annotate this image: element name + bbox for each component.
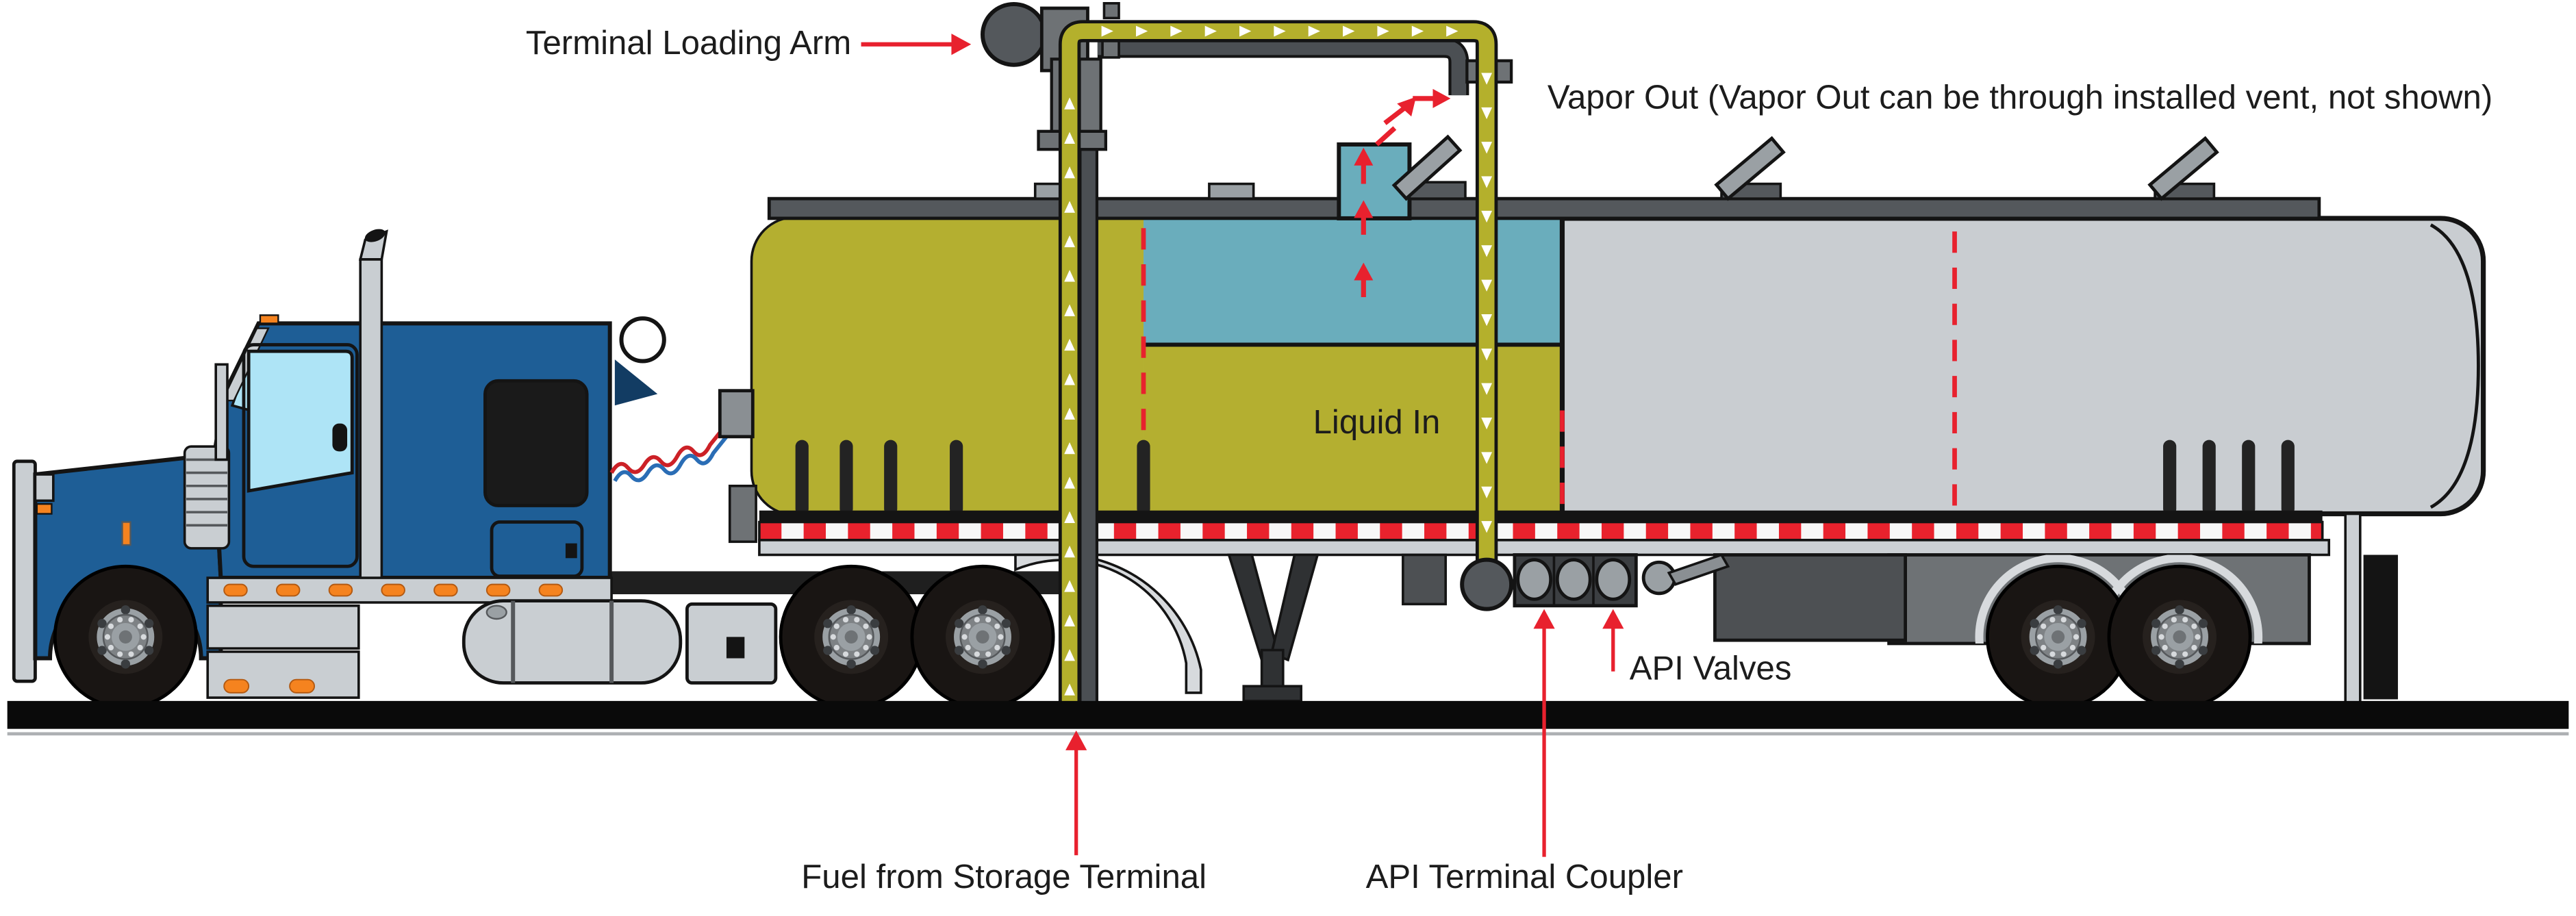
compartment-vapor-space (1143, 218, 1561, 345)
roof-marker (259, 314, 279, 325)
door-window (247, 349, 354, 493)
valve-port-2 (1555, 558, 1592, 601)
ball-valve (1641, 560, 1677, 596)
step-marker-1 (223, 678, 250, 694)
front-bumper (12, 459, 37, 683)
battery-box-latch (726, 637, 745, 659)
air-cleaner-ribs (186, 458, 227, 527)
tractor (12, 229, 1088, 699)
callout-arrowhead-valves (1602, 609, 1624, 629)
tank-end-rim (2429, 223, 2480, 509)
pennant-flag (614, 359, 658, 406)
label-liquid-in: Liquid In (1313, 404, 1441, 441)
valve-port-1 (1516, 558, 1553, 601)
loading-arm-stub (1102, 1, 1120, 20)
trailer-front-connector (718, 389, 755, 439)
rear-post (2344, 512, 2362, 704)
air-hose-red (609, 427, 725, 474)
label-api-valves: API Valves (1630, 650, 1792, 687)
vapor-flow-arrows (1361, 96, 1438, 298)
exhaust-opening (364, 229, 386, 242)
label-api-terminal-coupler: API Terminal Coupler (1366, 858, 1683, 895)
outer-pipe (1097, 40, 1467, 96)
under-cabinet (1713, 553, 1907, 642)
door-handle (332, 423, 348, 452)
mirror-icon (214, 363, 229, 461)
open-hatch-lid-1 (1391, 134, 1463, 201)
api-valve-assembly (1460, 553, 1730, 611)
aux-box (1402, 553, 1447, 606)
fuel-cap (485, 605, 507, 620)
open-hatch-lid-3 (2147, 136, 2219, 201)
drive-wheel-2 (912, 566, 1053, 707)
label-terminal-loading-arm: Terminal Loading Arm (526, 25, 851, 62)
skirt-marker-lights (223, 583, 564, 597)
vapor-arrow-diag-shaft (1383, 105, 1408, 125)
rear-mudflap (2363, 555, 2398, 700)
trailer-wheel-2 (2109, 566, 2250, 707)
tank-front-head (619, 316, 666, 364)
trailer-front-box (728, 484, 757, 544)
reflective-stripe (758, 520, 2324, 542)
ground (7, 700, 2569, 736)
cab-door (242, 343, 359, 568)
callout-arrowhead-loading-arm (951, 34, 972, 55)
top-walkway-rail (767, 196, 2321, 220)
sleeper-hatch (490, 520, 584, 578)
air-hose-blue (613, 435, 729, 483)
callout-arrowhead-coupler (1533, 609, 1555, 629)
vapor-wisp-segment (1375, 126, 1397, 147)
turn-marker (36, 502, 53, 515)
front-wheel (55, 566, 196, 707)
fender-antenna (121, 521, 131, 546)
callouts: Terminal Loading Arm Vapor Out (Vapor Ou… (526, 25, 2492, 895)
api-coupler (1460, 557, 1514, 611)
arm-flange-right (1074, 129, 1107, 151)
label-fuel-from-storage-terminal: Fuel from Storage Terminal (801, 858, 1207, 895)
headlight (34, 473, 55, 502)
valve-linkage (1667, 553, 1730, 586)
closed-hatch-2 (1208, 182, 1255, 200)
support-struts (795, 440, 2295, 516)
sleeper-hatch-latch (565, 543, 577, 559)
drive-wheel-1 (781, 566, 922, 707)
side-rail (758, 539, 2331, 557)
fuel-tank-cylinder (462, 599, 683, 685)
landing-gear (1227, 553, 1319, 702)
terminal-loading-arm-assembly (981, 1, 1513, 703)
tank-bottom-band (759, 510, 2323, 522)
arm-sleeve-right (1078, 58, 1102, 136)
sleeper-window (483, 379, 589, 507)
vapor-arrowhead-horiz (1432, 88, 1451, 108)
loading-arm-ball (981, 1, 1048, 67)
label-vapor-out: Vapor Out (Vapor Out can be through inst… (1548, 79, 2492, 116)
open-hatch-lid-2 (1714, 136, 1786, 201)
exhaust-stack-icon (359, 258, 383, 583)
air-cleaner (183, 445, 231, 550)
valve-port-3 (1595, 558, 1632, 601)
step-box-mid (206, 605, 360, 650)
step-marker-2 (289, 678, 316, 694)
ground-bar (7, 700, 2569, 729)
